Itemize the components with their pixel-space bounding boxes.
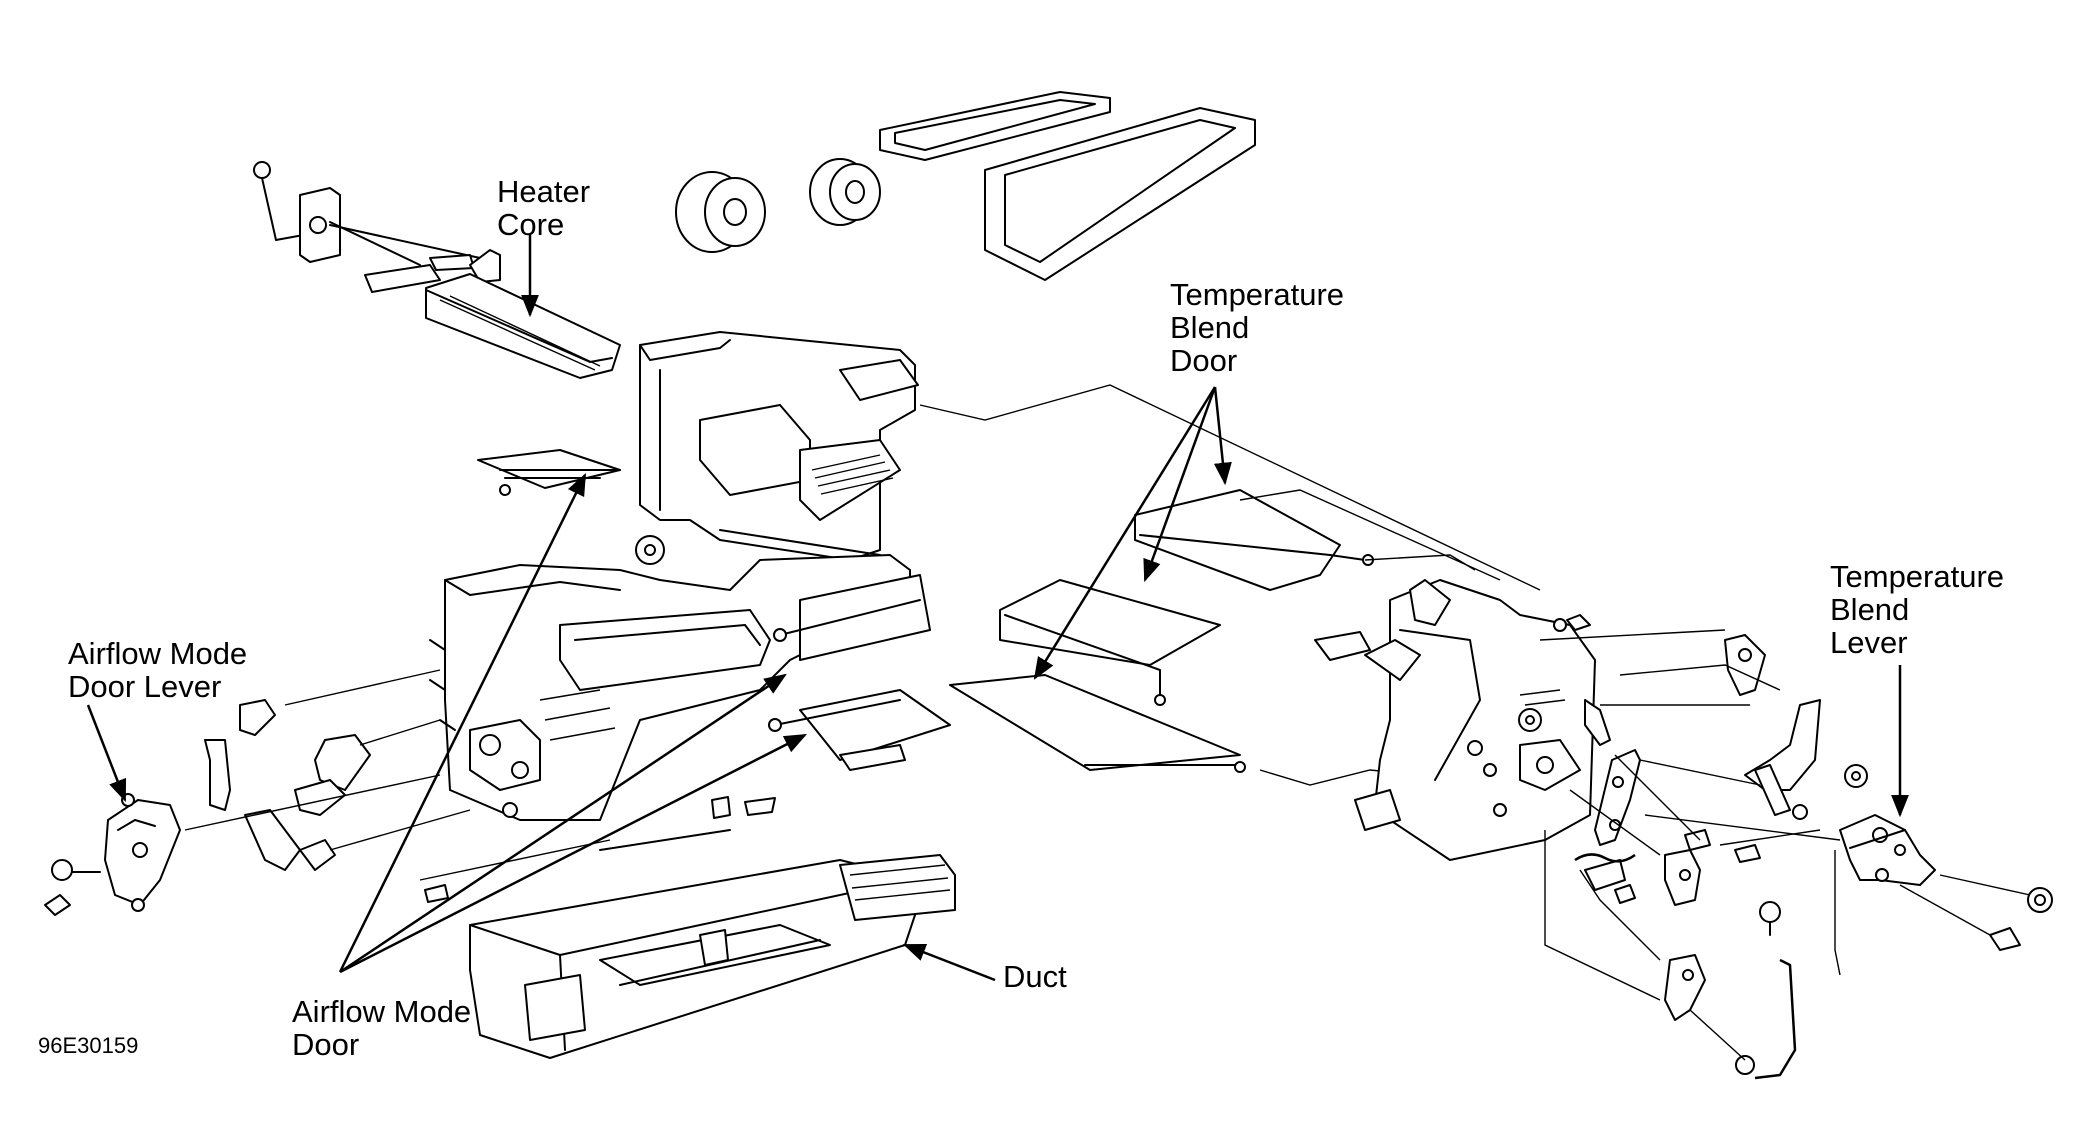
figure-code: 96E30159 (38, 1033, 139, 1058)
airflow-mode-door-top (477, 449, 621, 496)
label-heater-core-line2: Core (497, 207, 565, 242)
assembly-leader-lines-right (1539, 629, 2031, 1061)
assembly-leader-lines-left (184, 669, 611, 881)
airflow-mode-door-lower (768, 689, 951, 771)
label-heater-core: Heater Core (497, 175, 590, 241)
label-temperature-blend-door: Temperature Blend Door (1170, 278, 1344, 377)
heater-core (253, 161, 621, 379)
label-airflow-lever-line2: Door Lever (68, 669, 222, 704)
upper-housing (639, 331, 919, 561)
label-temp-blend-lever-line1: Temperature (1830, 559, 2005, 594)
temperature-blend-door-lower (949, 674, 1246, 773)
label-airflow-mode-door-lever: Airflow Mode Door Lever (68, 637, 247, 703)
small-levers-left (204, 699, 371, 871)
label-temp-blend-door-line1: Temperature (1170, 277, 1345, 312)
duct (469, 854, 956, 1059)
clip-parts (424, 796, 776, 903)
label-temp-blend-door-line3: Door (1170, 343, 1238, 378)
temperature-blend-door-upper (1134, 489, 1374, 591)
label-temp-blend-lever-line2: Blend (1830, 592, 1910, 627)
label-temperature-blend-lever: Temperature Blend Lever (1830, 560, 2004, 659)
callout-arrows (86, 234, 1909, 982)
airflow-mode-door-middle (773, 574, 931, 661)
label-airflow-mode-door: Airflow Mode Door (292, 995, 471, 1061)
foam-seal-gaskets (879, 91, 1256, 281)
label-heater-core-line1: Heater (497, 174, 591, 209)
linkage-parts-right (1574, 634, 1821, 1080)
airflow-mode-door-lever (44, 793, 181, 916)
label-airflow-lever-line1: Airflow Mode (68, 636, 248, 671)
label-temp-blend-door-line2: Blend (1170, 310, 1250, 345)
label-airflow-door-line2: Door (292, 1027, 360, 1062)
foam-seal-rings (675, 158, 881, 253)
label-duct: Duct (1003, 959, 1067, 994)
right-housing (1314, 579, 1611, 861)
screws-right (1566, 614, 2053, 1075)
label-airflow-door-line1: Airflow Mode (292, 994, 472, 1029)
temperature-blend-lever (1839, 814, 1936, 886)
label-temp-blend-lever-line3: Lever (1830, 625, 1908, 660)
main-housing (429, 535, 911, 821)
